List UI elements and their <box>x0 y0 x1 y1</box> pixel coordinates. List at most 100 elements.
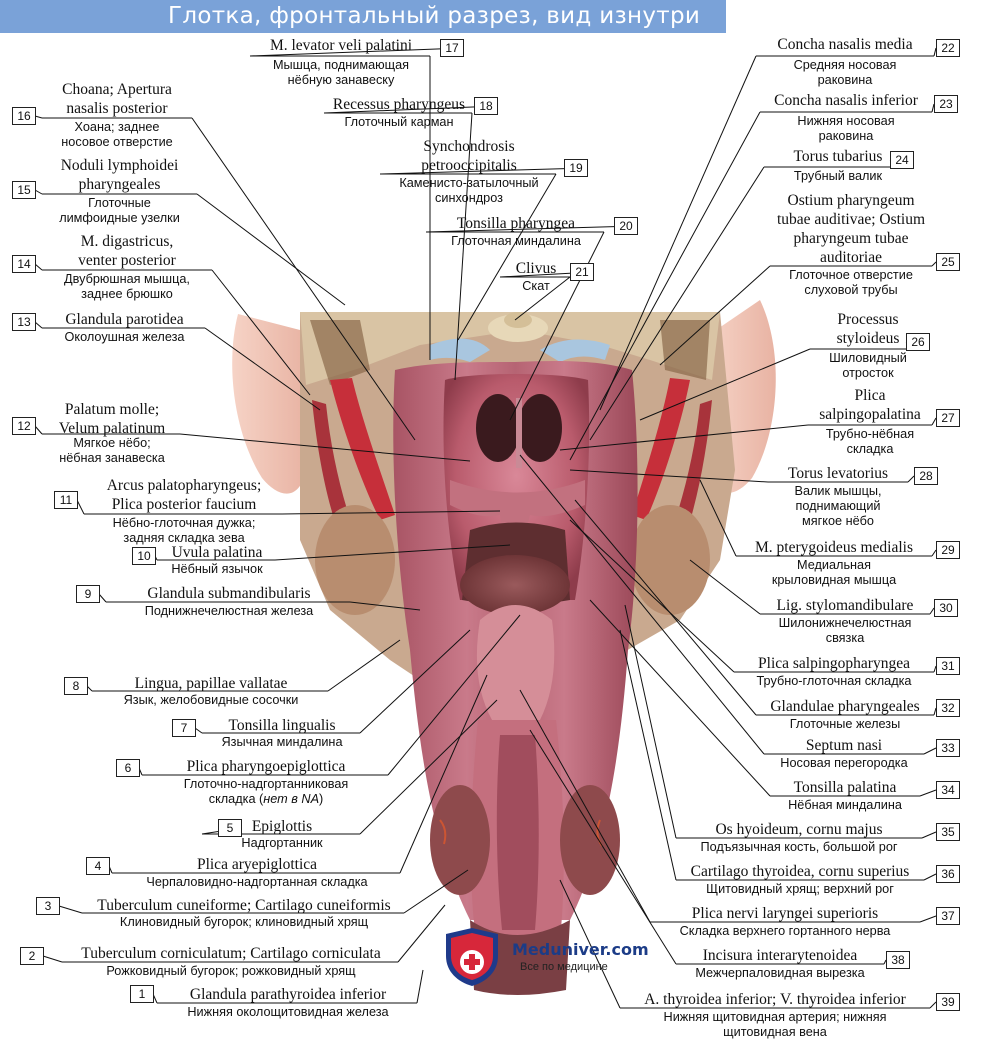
label-number-box: 15 <box>12 181 36 199</box>
leader-line-7 <box>359 629 471 734</box>
box-connector-3 <box>58 905 83 914</box>
label-latin: Incisura interarytenoidea <box>702 947 858 964</box>
label-russian: Нижняя щитовидная артерия; нижняя щитови… <box>663 1010 887 1039</box>
label-russian: Глоточная миндалина <box>451 234 581 248</box>
label-latin: Tonsilla pharyngea <box>456 215 576 232</box>
box-connector-29 <box>931 549 937 557</box>
box-connector-30 <box>929 607 935 615</box>
leader-line-2 <box>397 904 446 963</box>
label-number-box: 34 <box>936 781 960 799</box>
leader-line-21 <box>514 276 571 321</box>
label-latin: Uvula palatina <box>171 544 263 561</box>
label-russian-italic: нет в NA <box>263 792 320 806</box>
box-connector-13 <box>34 321 43 329</box>
leader-line-26 <box>639 348 811 421</box>
label-russian: Черпаловидно-надгортанная складка <box>146 875 368 889</box>
label-number-box: 21 <box>570 263 594 281</box>
label-russian: Мышца, поднимающая нёбную занавеску <box>272 58 410 87</box>
leader-line-25 <box>659 265 771 366</box>
label-russian: Подъязычная кость, большой рог <box>700 840 898 854</box>
label-russian-pre: Глоточно-надгортанниковая складка ( <box>183 777 349 806</box>
label-latin: M. digastricus, venter posterior <box>78 233 176 269</box>
box-connector-19 <box>379 167 588 175</box>
label-russian: Мягкое нёбо; нёбная занавеска <box>59 436 165 465</box>
label-russian: Нёбная миндалина <box>788 798 902 812</box>
label-latin: Plica nervi laryngei superioris <box>691 905 879 922</box>
label-russian: Средняя носовая раковина <box>793 58 897 87</box>
label-number-box: 22 <box>936 39 960 57</box>
box-connector-17 <box>249 47 464 57</box>
label-latin: Processus styloideus <box>836 311 900 347</box>
box-connector-16 <box>34 115 43 119</box>
shield-icon <box>446 928 498 986</box>
label-number-box: 25 <box>936 253 960 271</box>
label-latin: Glandulae pharyngeales <box>770 698 920 715</box>
leader-line-32 <box>574 499 757 716</box>
label-russian: Околоушная железа <box>64 330 185 344</box>
leader-line-24 <box>589 166 765 441</box>
leader-line-9 <box>349 601 421 611</box>
leader-line-10 <box>274 544 511 561</box>
leader-line-28 <box>569 469 769 483</box>
label-latin: Cartilago thyroidea, cornu superius <box>690 863 910 880</box>
leader-line-19 <box>457 173 557 341</box>
label-number-box: 6 <box>116 759 140 777</box>
leader-line-14 <box>211 269 311 396</box>
box-connector-7 <box>194 727 203 734</box>
label-russian: Складка верхнего гортанного нерва <box>679 924 891 938</box>
label-latin: Synchondrosis petrooccipitalis <box>421 138 517 174</box>
label-11: Arcus palatopharyngeus; Plica posterior … <box>82 476 282 546</box>
box-connector-35 <box>921 831 937 839</box>
label-russian: Язычная миндалина <box>221 735 343 749</box>
label-number-box: 11 <box>54 491 78 509</box>
label-latin: Os hyoideum, cornu majus <box>715 821 883 838</box>
label-latin: A. thyroidea inferior; V. thyroidea infe… <box>644 991 906 1008</box>
label-number-box: 2 <box>20 947 44 965</box>
label-latin: Glandula parathyroidea inferior <box>189 986 387 1003</box>
label-russian: Трубно-глоточная складка <box>756 674 912 688</box>
label-russian: Шилонижнечелюстная связка <box>778 616 912 645</box>
label-2: Tuberculum corniculatum; Cartilago corni… <box>60 944 398 979</box>
label-number-box: 23 <box>934 95 958 113</box>
logo-tagline: Все по медицине <box>520 961 608 973</box>
leader-line-15 <box>196 193 346 306</box>
label-number-box: 39 <box>936 993 960 1011</box>
label-number-box: 17 <box>440 39 464 57</box>
label-number-box: 33 <box>936 739 960 757</box>
label-latin: Tuberculum cuneiforme; Cartilago cuneifo… <box>97 897 391 914</box>
label-russian: Шиловидный отросток <box>829 351 907 380</box>
label-number-box: 26 <box>906 333 930 351</box>
label-russian: Скат <box>522 279 550 293</box>
leader-line-18 <box>454 112 473 381</box>
label-latin: Septum nasi <box>805 737 883 754</box>
label-number-box: 10 <box>132 547 156 565</box>
label-number-box: 3 <box>36 897 60 915</box>
label-latin: Clivus <box>515 260 557 277</box>
leader-line-1 <box>416 969 424 1004</box>
label-latin: Epiglottis <box>251 818 313 835</box>
leader-line-6 <box>387 614 521 776</box>
label-russian: Хоана; заднее носовое отверстие <box>61 120 173 149</box>
label-russian: Валик мышцы, поднимающий мягкое нёбо <box>794 484 882 528</box>
label-latin: Torus levatorius <box>787 465 889 482</box>
title-banner: Глотка, фронтальный разрез, вид изнутри <box>0 0 726 33</box>
leader-line-31 <box>569 519 735 673</box>
logo-name: Meduniver.com <box>512 940 649 959</box>
box-connector-15 <box>34 189 43 195</box>
